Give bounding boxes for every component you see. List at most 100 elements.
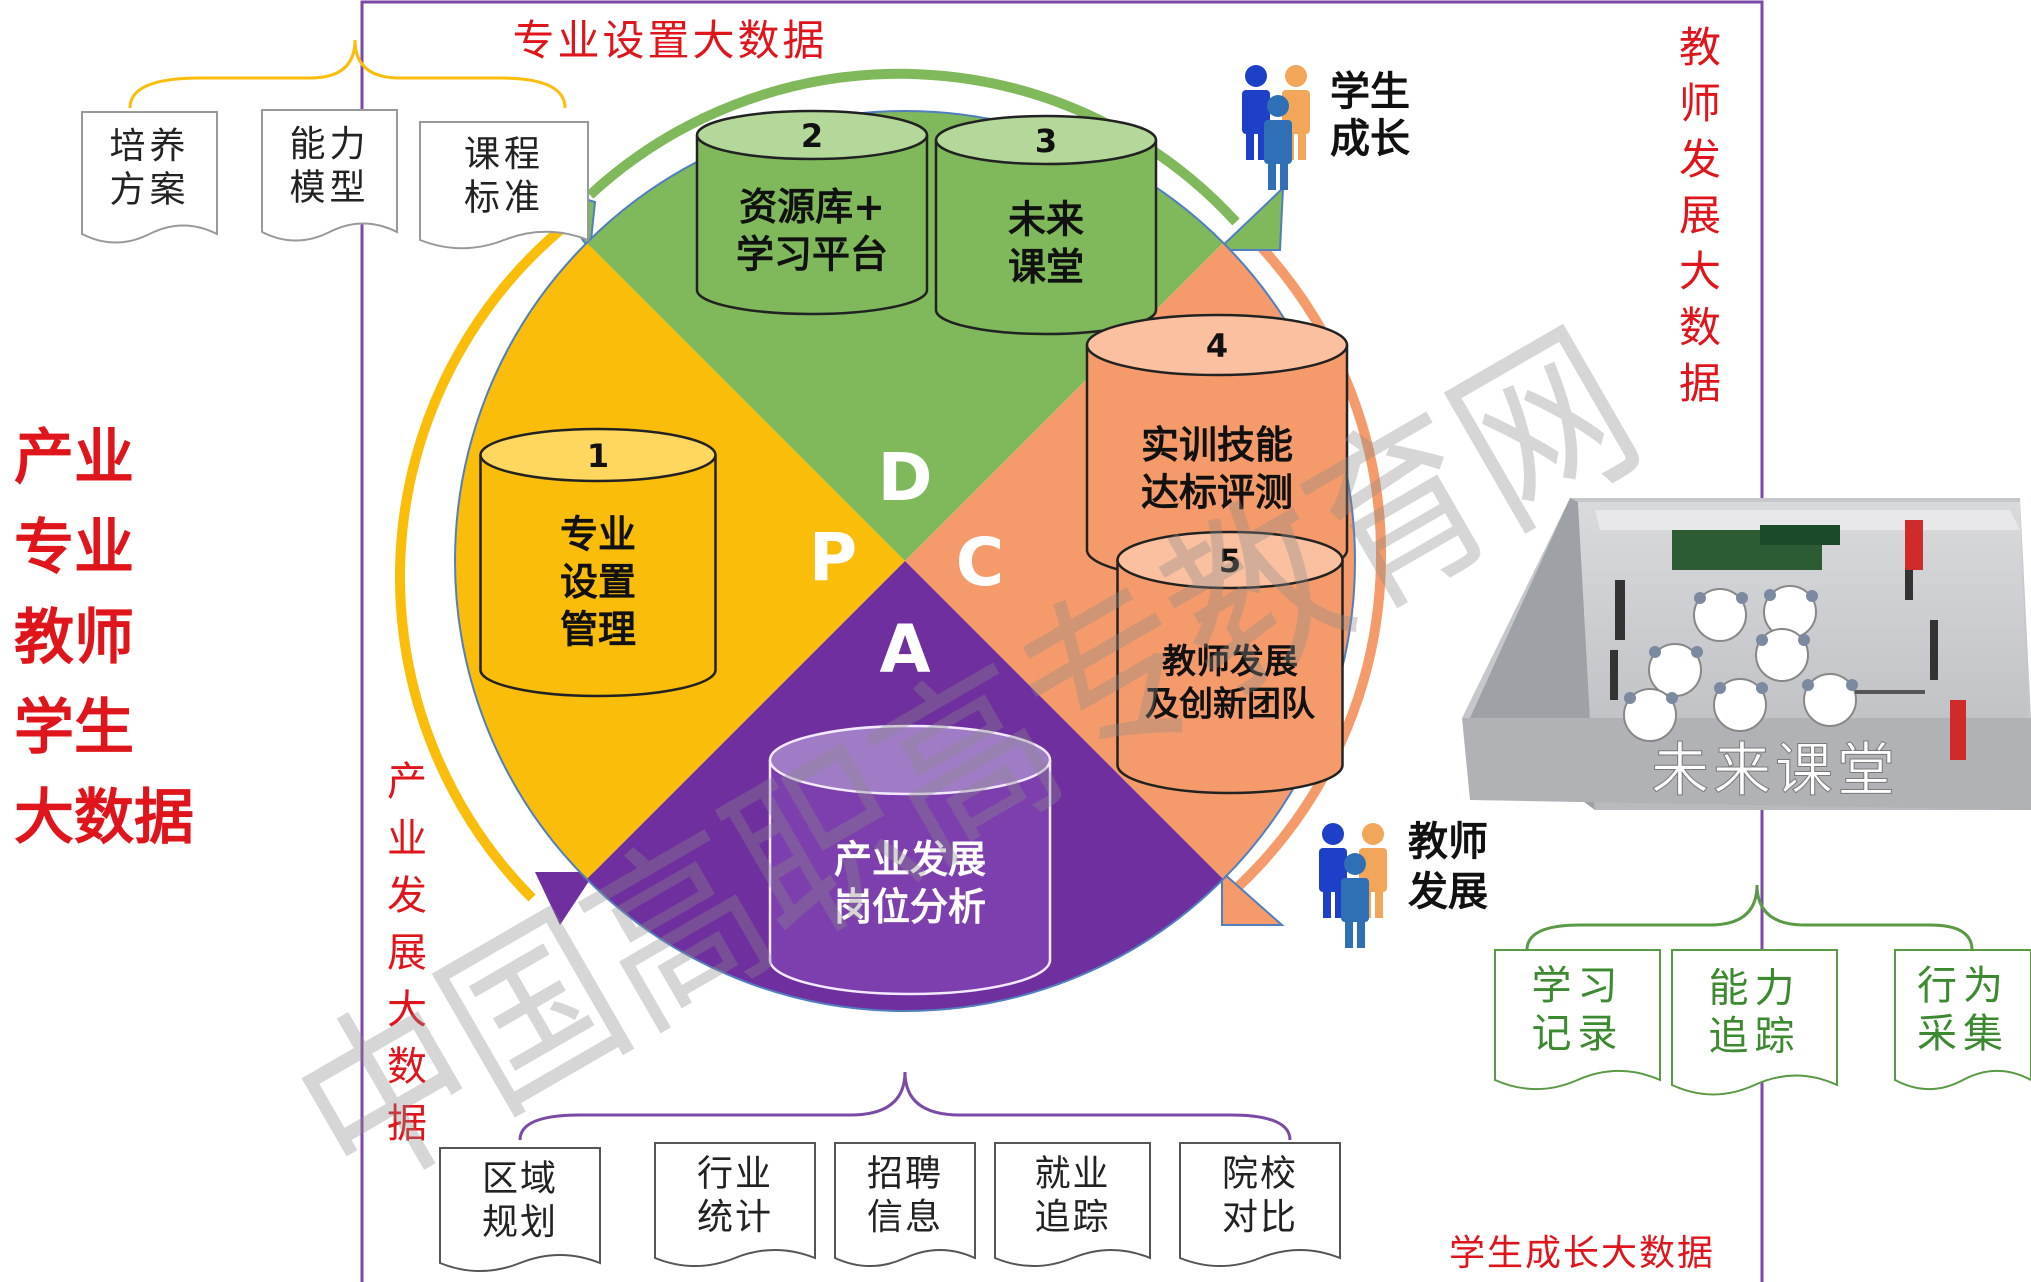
vertical-label-char: 据 — [1679, 359, 1721, 408]
right-brace — [1525, 884, 1974, 951]
vertical-label-char: 大 — [387, 987, 427, 1033]
doc-label: 学习 — [1532, 963, 1624, 1009]
cylinder-top — [934, 114, 1158, 166]
doc-label: 行为 — [1917, 963, 2009, 1009]
ring-arrow-head-top-right — [1215, 185, 1285, 251]
vertical-label-char: 师 — [1679, 79, 1721, 128]
people-group-icon — [1319, 823, 1387, 948]
cylinder-label: 产业发展 — [834, 838, 986, 882]
cylinder-label: 专业 — [560, 512, 636, 556]
cylinder-number: 4 — [1206, 327, 1228, 365]
cylinder-label: 教师发展 — [1162, 642, 1298, 682]
doc-label: 统计 — [697, 1197, 773, 1238]
bottom-brace — [518, 1071, 1292, 1141]
doc-shape — [1179, 1142, 1341, 1268]
doc-shape — [1894, 949, 2031, 1090]
cylinder-top — [695, 109, 929, 161]
left-title-line: 教师 — [14, 603, 134, 673]
top-brace — [128, 39, 567, 109]
letter-c: C — [956, 524, 1004, 601]
ring-arrow-head-bottom-right — [1221, 869, 1285, 926]
doc-shape — [261, 109, 398, 242]
vertical-label-char: 展 — [387, 930, 427, 976]
cylinder-body — [768, 760, 1052, 996]
doc-label: 追踪 — [1034, 1197, 1110, 1238]
doc-label: 模型 — [289, 167, 369, 208]
doc-label: 标准 — [464, 177, 544, 218]
teacher-dev-label: 教师 — [1408, 819, 1488, 865]
doc-label: 能力 — [289, 124, 369, 165]
student-growth-label: 成长 — [1330, 116, 1410, 162]
doc-shape — [81, 111, 218, 244]
cylinder-body — [1116, 560, 1344, 795]
doc-label: 记录 — [1532, 1011, 1624, 1057]
cylinder-body — [479, 455, 717, 698]
vertical-label-char: 据 — [387, 1101, 427, 1147]
vertical-label-char: 产 — [387, 759, 427, 805]
vertical-label-char: 发 — [1679, 135, 1721, 184]
top-label: 专业设置大数据 — [512, 16, 827, 65]
left-title-line: 专业 — [14, 513, 134, 583]
cylinder-label: 达标评测 — [1141, 471, 1293, 515]
letter-p: P — [809, 519, 857, 596]
cylinder-label: 课堂 — [1008, 245, 1084, 289]
doc-shape — [994, 1142, 1151, 1268]
doc-label: 招聘 — [867, 1154, 943, 1195]
left-title-line: 学生 — [14, 693, 134, 763]
student-growth-label: 学生 — [1330, 69, 1410, 115]
doc-label: 课程 — [464, 134, 544, 175]
cylinder-label: 未来 — [1008, 198, 1084, 242]
teacher-dev-label: 发展 — [1408, 869, 1488, 915]
letter-d: D — [878, 439, 933, 516]
classroom-photo — [1462, 498, 2031, 810]
cylinder-label: 管理 — [560, 607, 636, 651]
vertical-label-char: 数 — [387, 1044, 427, 1090]
cylinder-group: 1专业设置管理2资源库+学习平台3未来课堂4实训技能达标评测5教师发展及创新团队… — [479, 109, 1349, 996]
cylinder-number: 1 — [587, 437, 609, 475]
ring-arrow-head-bottom-left — [535, 872, 595, 925]
cylinder-top — [1085, 313, 1349, 377]
cylinder-number: 2 — [801, 117, 823, 155]
cylinder-body — [695, 135, 929, 316]
letter-a: A — [879, 611, 930, 688]
vertical-label-char: 发 — [387, 873, 427, 919]
doc-label: 采集 — [1917, 1011, 2009, 1057]
cylinder-label: 资源库+ — [739, 185, 885, 229]
doc-shape — [654, 1142, 816, 1268]
left-title-line: 大数据 — [14, 783, 194, 853]
vertical-label-char: 数 — [1679, 303, 1721, 352]
cylinder-label: 设置 — [560, 560, 636, 604]
doc-label: 院校 — [1222, 1154, 1298, 1195]
vertical-label-char: 大 — [1679, 247, 1721, 296]
wheel-outline — [454, 110, 1356, 1012]
cylinder-number: 5 — [1219, 542, 1241, 580]
doc-label: 追踪 — [1709, 1014, 1801, 1060]
doc-shape — [439, 1147, 601, 1273]
bottom-right-label: 学生成长大数据 — [1449, 1233, 1715, 1274]
cylinder-label: 及创新团队 — [1145, 685, 1316, 725]
doc-label: 培养 — [109, 126, 189, 167]
cylinder-label: 岗位分析 — [834, 885, 986, 929]
vertical-label-char: 展 — [1679, 191, 1721, 240]
vertical-label-char: 业 — [387, 816, 427, 862]
doc-label: 信息 — [867, 1197, 943, 1238]
doc-label: 规划 — [482, 1202, 558, 1243]
doc-label: 方案 — [109, 169, 189, 210]
